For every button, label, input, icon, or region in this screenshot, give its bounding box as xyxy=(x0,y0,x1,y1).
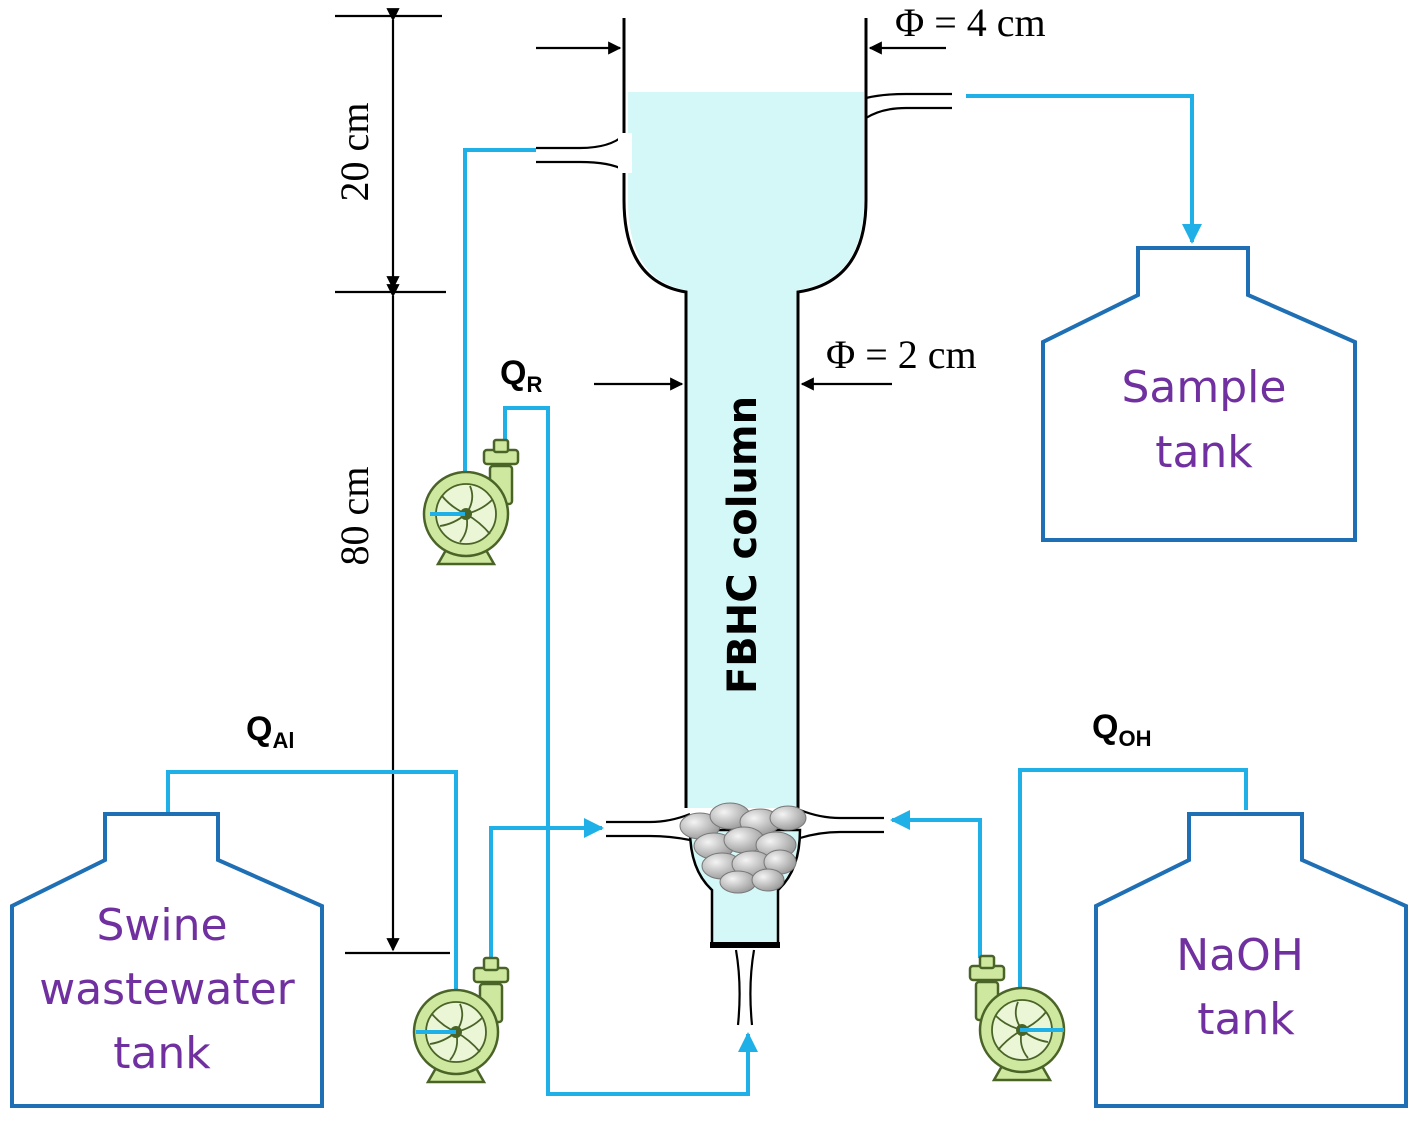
swine-tank-label-line1: Swine xyxy=(96,900,227,951)
recycle-outlet-tube xyxy=(536,134,625,171)
sample-tank-label-line1: Sample xyxy=(1122,362,1287,413)
pipe-naoh-suction xyxy=(1018,768,1248,1032)
pipe-to-sample-tank xyxy=(966,94,1202,244)
naoh-tank-label-line2: tank xyxy=(1197,994,1295,1045)
top-height-label: 20 cm xyxy=(332,103,377,202)
right-inlet-tube xyxy=(799,808,884,840)
hydroxide-flow-label: QOH xyxy=(1092,708,1151,751)
sample-tank-label-line2: tank xyxy=(1155,427,1253,478)
sample-outlet-tube xyxy=(865,92,952,119)
media-beads xyxy=(679,802,807,894)
column-left-wall xyxy=(622,18,688,808)
column-label: FBHC column xyxy=(720,396,766,694)
recycle-pump-icon xyxy=(422,438,520,566)
left-inlet-tube xyxy=(606,812,691,842)
column-base xyxy=(710,942,780,948)
column-height-label: 80 cm xyxy=(332,467,377,566)
top-diameter-label: Φ = 4 cm xyxy=(895,0,1046,45)
recycle-flow-label: QR xyxy=(500,354,542,397)
naoh-tank-label-line1: NaOH xyxy=(1176,930,1304,981)
pipe-recycle-discharge xyxy=(503,406,758,1096)
swine-tank-label-line3: tank xyxy=(113,1028,211,1079)
swine-wastewater-tank: Swine wastewater tank xyxy=(10,812,324,1108)
bottom-outlet-tube xyxy=(734,949,756,1026)
column-diameter-label: Φ = 2 cm xyxy=(826,332,977,377)
aluminum-flow-label: QAl xyxy=(246,710,294,753)
fbhc-column: FBHC column xyxy=(536,18,952,1026)
dimensions: 20 cm 80 cm Φ = 4 cm Φ = 2 cm xyxy=(332,0,1046,955)
naoh-tank: NaOH tank xyxy=(1094,812,1408,1108)
sample-tank: Sample tank xyxy=(1041,246,1357,542)
column-right-wall xyxy=(796,18,868,808)
swine-tank-label-line2: wastewater xyxy=(39,964,295,1015)
naoh-pump-icon xyxy=(968,954,1066,1082)
pipe-swine-discharge xyxy=(489,818,604,958)
pipe-naoh-discharge xyxy=(890,810,982,958)
swine-pump-icon xyxy=(412,956,510,1084)
